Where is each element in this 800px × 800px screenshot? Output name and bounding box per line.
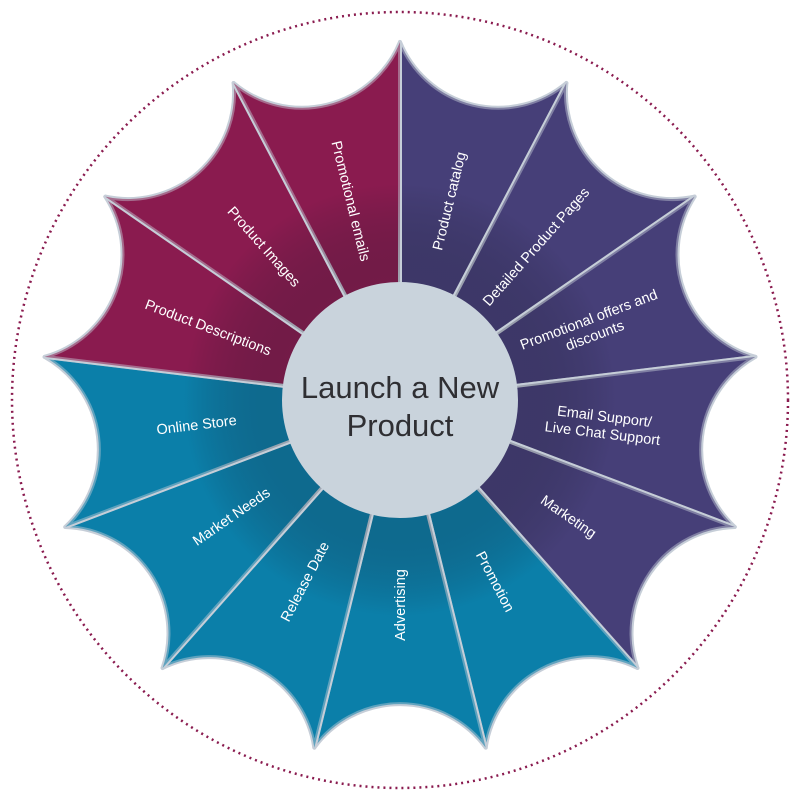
- dotted-outer-ring: [10, 10, 790, 790]
- wedge-shade: [314, 400, 486, 748]
- center-title-line1: Launch a New: [301, 370, 500, 405]
- center-hub: [282, 282, 518, 518]
- segment-label: Advertising: [393, 569, 409, 641]
- segment-label-line: Advertising: [393, 569, 409, 641]
- center-title-line2: Product: [347, 408, 454, 443]
